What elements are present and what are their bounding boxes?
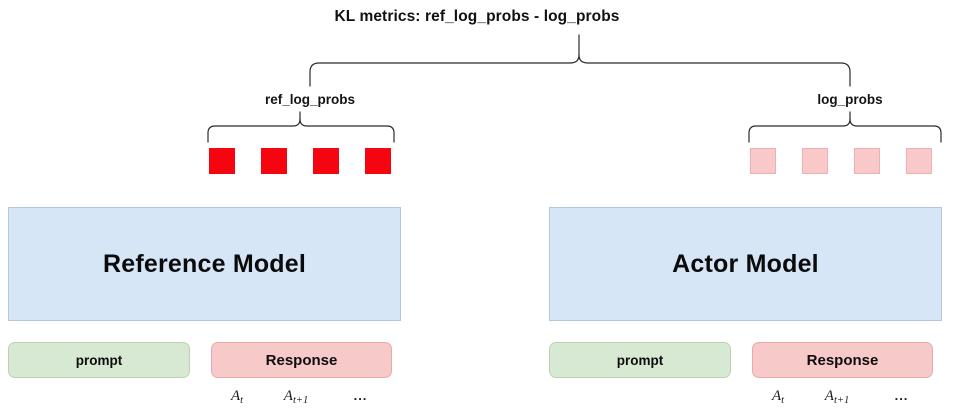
branch-label-ref-log-probs: ref_log_probs (264, 92, 356, 107)
reference-model-label: Reference Model (102, 249, 307, 278)
actor-response-box: Response (752, 342, 933, 378)
actor-token-square (802, 148, 828, 174)
branch-label-log-probs: log_probs (817, 92, 883, 107)
actor-token-square (906, 148, 932, 174)
page-title: KL metrics: ref_log_probs - log_probs (334, 8, 620, 25)
action-token-t-plus-1: At+1 (824, 388, 850, 406)
reference-response-box: Response (211, 342, 392, 378)
action-token-t-plus-1: At+1 (283, 388, 309, 406)
action-token-t: At (771, 388, 785, 406)
ref-token-square (261, 148, 287, 174)
action-token-ellipsis: ... (353, 388, 368, 403)
action-token-ellipsis: ... (894, 388, 909, 403)
ref-token-row (209, 148, 391, 174)
reference-action-tokens: At At+1 ... (211, 388, 392, 410)
action-token-t: At (230, 388, 244, 406)
actor-model-label: Actor Model (672, 249, 819, 278)
actor-model-box: Actor Model (549, 207, 942, 321)
ref-token-square (209, 148, 235, 174)
ref-token-square (313, 148, 339, 174)
actor-token-square (750, 148, 776, 174)
actor-action-tokens: At At+1 ... (752, 388, 933, 410)
reference-model-box: Reference Model (8, 207, 401, 321)
actor-prompt-box: prompt (549, 342, 731, 378)
ref-token-square (365, 148, 391, 174)
actor-token-row (750, 148, 932, 174)
reference-prompt-box: prompt (8, 342, 190, 378)
actor-token-square (854, 148, 880, 174)
